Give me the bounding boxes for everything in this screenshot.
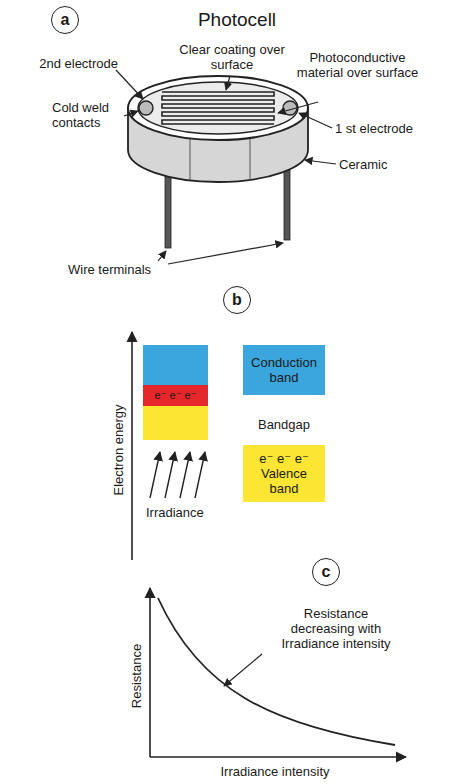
- leader-line: [299, 113, 332, 128]
- axis-label: Electron energy: [111, 404, 126, 495]
- wire-terminal: [284, 170, 290, 240]
- leader-line: [124, 111, 138, 116]
- conduction-band-box: Conduction band: [243, 345, 325, 395]
- body-seam: [250, 138, 251, 180]
- node-text: e⁻ e⁻ e⁻: [155, 389, 197, 402]
- leader-lines: [116, 70, 336, 264]
- panel-letter: c: [312, 558, 340, 586]
- x-axis: [150, 756, 406, 758]
- node-text: Valence band: [246, 466, 322, 496]
- panel-title: Photocell: [190, 9, 284, 31]
- node-text: c: [322, 563, 331, 581]
- irradiance-arrow: [150, 452, 160, 498]
- resistance-chart: [150, 588, 406, 757]
- part-label: Photoconductive material over surface: [295, 50, 420, 80]
- part-label: Ceramic: [339, 157, 387, 172]
- band-diagram: [132, 332, 208, 560]
- leader-line: [226, 76, 230, 90]
- valence-band-fill: [143, 405, 208, 440]
- irradiance-arrow: [165, 452, 175, 498]
- panel-letter: b: [223, 286, 251, 314]
- electrode-pattern: [162, 92, 274, 124]
- irradiance-arrows: [150, 452, 205, 498]
- energy-axis: [131, 332, 133, 560]
- part-label: Cold weld contacts: [52, 100, 122, 130]
- y-axis: [149, 588, 151, 757]
- leader-line: [116, 70, 143, 99]
- axis-label: Irradiance: [146, 505, 204, 520]
- photoconductive-surface: [138, 82, 298, 134]
- axis-label: Resistance: [129, 644, 144, 708]
- leader-line: [278, 102, 318, 113]
- leader-line: [305, 160, 336, 164]
- curve-label: Resistance decreasing with Irradiance in…: [272, 606, 400, 651]
- node-text: e⁻ e⁻ e⁻: [259, 451, 309, 466]
- leader-line: [158, 251, 166, 261]
- region-label: Bandgap: [243, 417, 325, 432]
- axis-label: Irradiance intensity: [210, 764, 340, 779]
- valence-band-box: e⁻ e⁻ e⁻Valence band: [243, 445, 325, 502]
- weld-contact: [139, 101, 153, 115]
- leader-line: [224, 654, 262, 686]
- photocell-drawing: [128, 76, 308, 248]
- node-text: b: [232, 291, 242, 309]
- conduction-band-fill: [143, 345, 208, 385]
- irradiance-arrow: [195, 452, 205, 498]
- body-seam: [190, 138, 191, 180]
- excited-electron-band: e⁻ e⁻ e⁻: [143, 385, 208, 406]
- leader-line: [168, 243, 283, 264]
- node-text: a: [61, 11, 70, 29]
- irradiance-arrow: [180, 452, 190, 498]
- part-label: 1 st electrode: [335, 121, 413, 136]
- wire-terminal: [165, 176, 171, 248]
- part-label: Clear coating over surface: [170, 42, 294, 72]
- node-text: Conduction band: [246, 355, 322, 385]
- part-label: 2nd electrode: [28, 56, 118, 71]
- clear-coating: [128, 76, 308, 140]
- panel-letter: a: [51, 6, 79, 34]
- part-label: Wire terminals: [68, 262, 151, 277]
